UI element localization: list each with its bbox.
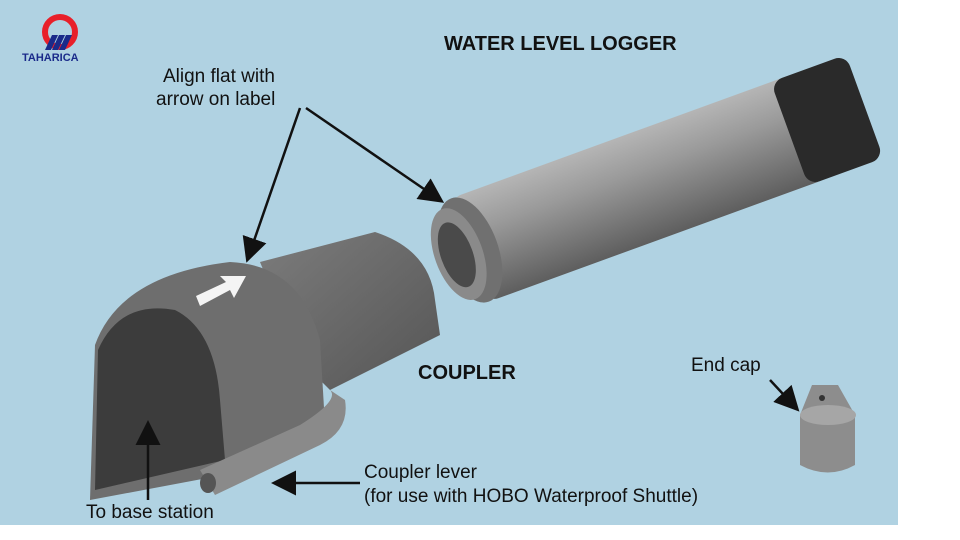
lever-label-line2: (for use with HOBO Waterproof Shuttle): [364, 486, 699, 507]
end-cap: [800, 385, 856, 473]
taharica-logo: [42, 14, 78, 50]
water-level-logger: [430, 58, 881, 303]
logo-text: TAHARICA: [22, 52, 79, 64]
end-cap-label: End cap: [691, 355, 761, 376]
callout-arrows: [135, 106, 800, 500]
align-label-line1: Align flat with: [163, 66, 275, 87]
base-station-label: To base station: [86, 502, 214, 523]
logger-label: WATER LEVEL LOGGER: [444, 33, 677, 55]
lever-label-line1: Coupler lever: [364, 462, 477, 483]
coupler-label: COUPLER: [418, 362, 516, 384]
arrow-label-icon: [196, 276, 246, 306]
align-label-line2: arrow on label: [156, 89, 276, 110]
coupler-lever: [200, 390, 346, 495]
